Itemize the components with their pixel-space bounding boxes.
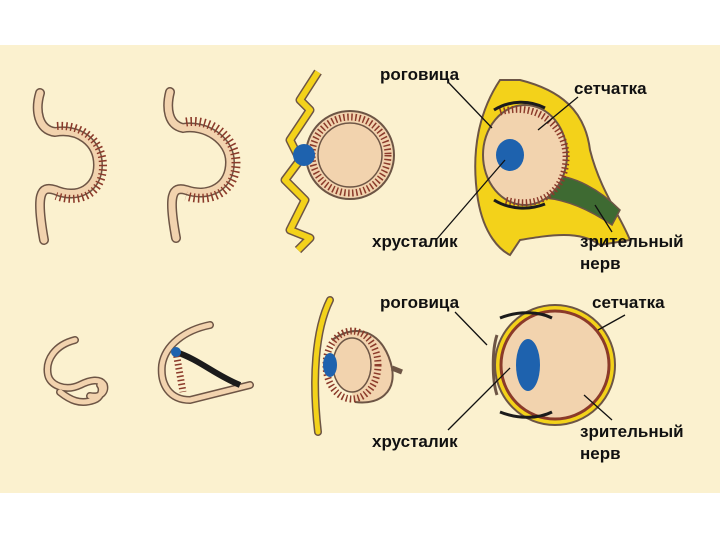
bottom-stage-3-eye xyxy=(315,300,402,432)
top-label-lens: хрусталик xyxy=(372,231,458,252)
bottom-stage-1-cup xyxy=(47,340,104,402)
top-stage-3-eye xyxy=(285,72,394,250)
bottom-stage-2-cup xyxy=(162,325,250,400)
bottom-label-nerve-line2: нерв xyxy=(580,443,621,464)
top-label-nerve-line2: нерв xyxy=(580,253,621,274)
bottom-label-cornea: роговица xyxy=(380,292,459,313)
bottom-label-retina: сетчатка xyxy=(592,292,665,313)
top-label-nerve-line1: зрительный xyxy=(580,231,684,252)
top-stage-2-cup xyxy=(168,92,236,238)
top-label-cornea: роговица xyxy=(380,64,459,85)
bottom-label-nerve-line1: зрительный xyxy=(580,421,684,442)
top-stage-1-cup xyxy=(38,93,103,240)
top-label-retina: сетчатка xyxy=(574,78,647,99)
bottom-label-lens: хрусталик xyxy=(372,431,458,452)
